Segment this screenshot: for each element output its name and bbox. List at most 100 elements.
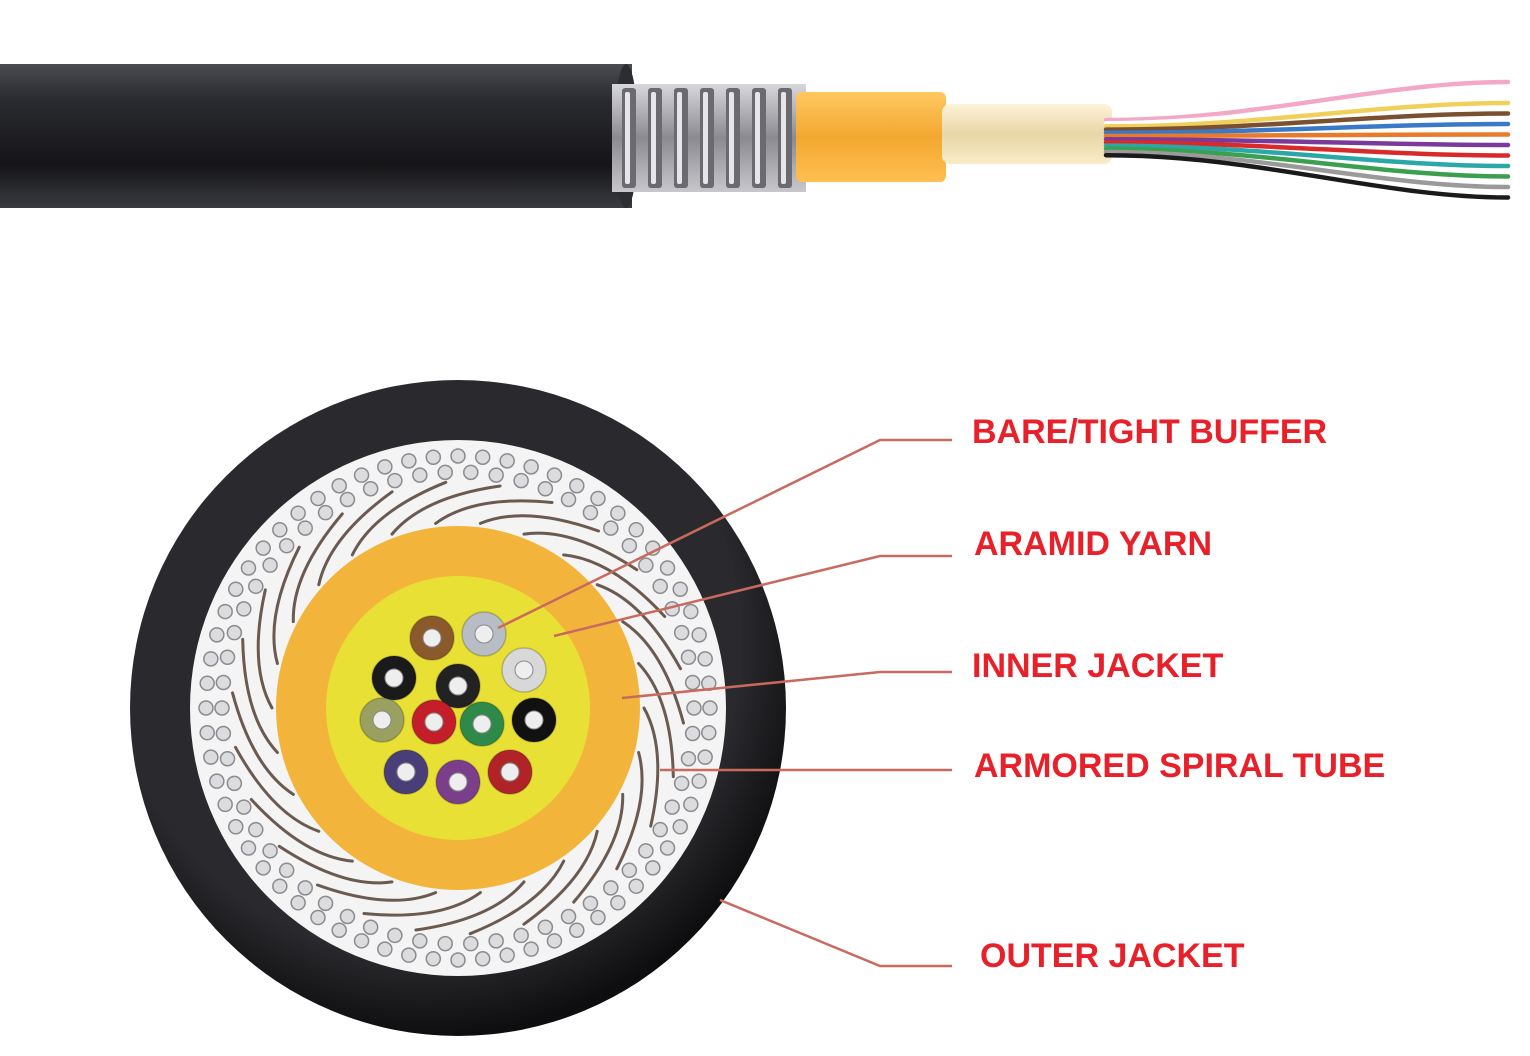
fiber-strand <box>1103 79 1511 123</box>
armor-link <box>199 675 215 692</box>
armor-link <box>638 843 654 859</box>
armor-link <box>377 459 393 475</box>
armor-link <box>652 578 668 595</box>
armor-link <box>659 560 676 576</box>
fiber-strand <box>1103 149 1511 190</box>
armor-link <box>603 880 619 896</box>
armor-spiral-line <box>468 859 566 936</box>
armor-link <box>645 860 661 876</box>
armor-link <box>569 478 585 494</box>
armor-spiral-line <box>642 706 660 828</box>
armor-link <box>248 821 264 838</box>
armor-link <box>412 467 428 483</box>
armor-spiral-line <box>291 512 344 624</box>
armor-spiral-line <box>637 662 675 779</box>
armor-link <box>362 919 379 935</box>
armor-link <box>621 537 638 554</box>
armor-link <box>499 453 515 469</box>
armor-spiral-line <box>414 880 526 932</box>
fiber-strand <box>1103 136 1511 148</box>
armor-link <box>546 933 563 949</box>
armor-link <box>513 927 529 944</box>
fiber-core <box>472 714 492 734</box>
armor-rib-highlight <box>729 92 734 184</box>
label-bare-tight-buffer: BARE/TIGHT BUFFER <box>972 413 1328 451</box>
outer-jacket-side <box>0 64 632 208</box>
armor-link <box>702 700 718 716</box>
armor-spiral-line <box>272 545 301 665</box>
armor-link <box>672 581 688 597</box>
armor-link <box>310 909 326 926</box>
armor-spiral-line <box>256 588 274 710</box>
armor-link <box>474 449 491 465</box>
fiber-core <box>448 676 468 696</box>
fiber-core <box>500 762 520 782</box>
fiber-strands <box>1103 79 1511 200</box>
armor-link <box>198 700 214 716</box>
armor-link <box>425 449 442 465</box>
fiber-core <box>422 628 442 648</box>
armor-link <box>537 481 554 497</box>
armor-chain <box>198 448 718 968</box>
armor-link <box>401 453 417 469</box>
armor-link <box>401 947 417 963</box>
armor-spiral-line <box>277 844 394 885</box>
armor-link <box>219 750 236 767</box>
fiber-strand <box>1103 146 1511 179</box>
armor-spiral-line <box>241 637 279 754</box>
armor-spiral-line <box>522 829 599 926</box>
armor-link <box>686 700 702 716</box>
armor-rib-highlight <box>625 92 630 184</box>
armor-link <box>226 775 243 792</box>
armor-spiral-line <box>317 490 394 587</box>
armor-link <box>290 895 306 911</box>
fiber-core <box>514 660 534 680</box>
armor-link <box>691 773 707 789</box>
armor-link <box>659 840 676 856</box>
armor-spiral-line <box>231 691 295 796</box>
armor-link <box>387 927 403 944</box>
armor-spiral-line <box>615 751 644 871</box>
armor-link <box>317 504 334 521</box>
armor-link <box>297 520 313 536</box>
cable-side-view <box>0 64 1511 208</box>
inner-buffer-side <box>942 104 1112 164</box>
leader-inner-jacket <box>621 670 952 700</box>
armor-link <box>537 919 554 935</box>
fiber-core <box>424 712 444 732</box>
armor-link <box>697 651 713 667</box>
armor-spiral-lines <box>231 480 685 936</box>
armor-link <box>590 909 606 926</box>
armor-link <box>683 796 699 813</box>
armor-link <box>560 491 577 508</box>
armor-link <box>215 725 232 742</box>
armor-spiral-line <box>572 792 625 904</box>
armor-link <box>353 933 370 949</box>
armor-link <box>262 557 278 573</box>
armor-link <box>228 819 244 835</box>
armor-link <box>701 724 717 741</box>
fiber-strand <box>1103 132 1511 139</box>
armor-link <box>463 935 479 952</box>
armor-link <box>203 749 219 765</box>
leader-aramid-yarn <box>553 554 952 638</box>
fiber-core <box>524 710 544 730</box>
tight-buffer-fibers <box>359 611 557 805</box>
armor-link <box>199 724 215 741</box>
armor-rib-highlight <box>781 92 786 184</box>
armor-link <box>278 537 295 554</box>
armor-link <box>638 557 654 573</box>
fiber-strand <box>1103 152 1511 200</box>
armor-link <box>353 467 370 483</box>
armor-link <box>582 504 599 521</box>
armor-link <box>209 627 225 643</box>
armor-link <box>628 522 644 538</box>
armor-link <box>255 540 271 556</box>
armor-link <box>412 933 428 949</box>
armor-link <box>219 649 236 666</box>
fiber-core <box>474 624 494 644</box>
armor-link <box>621 862 638 879</box>
cable-cross-section <box>130 380 786 1036</box>
armor-link <box>488 933 504 949</box>
